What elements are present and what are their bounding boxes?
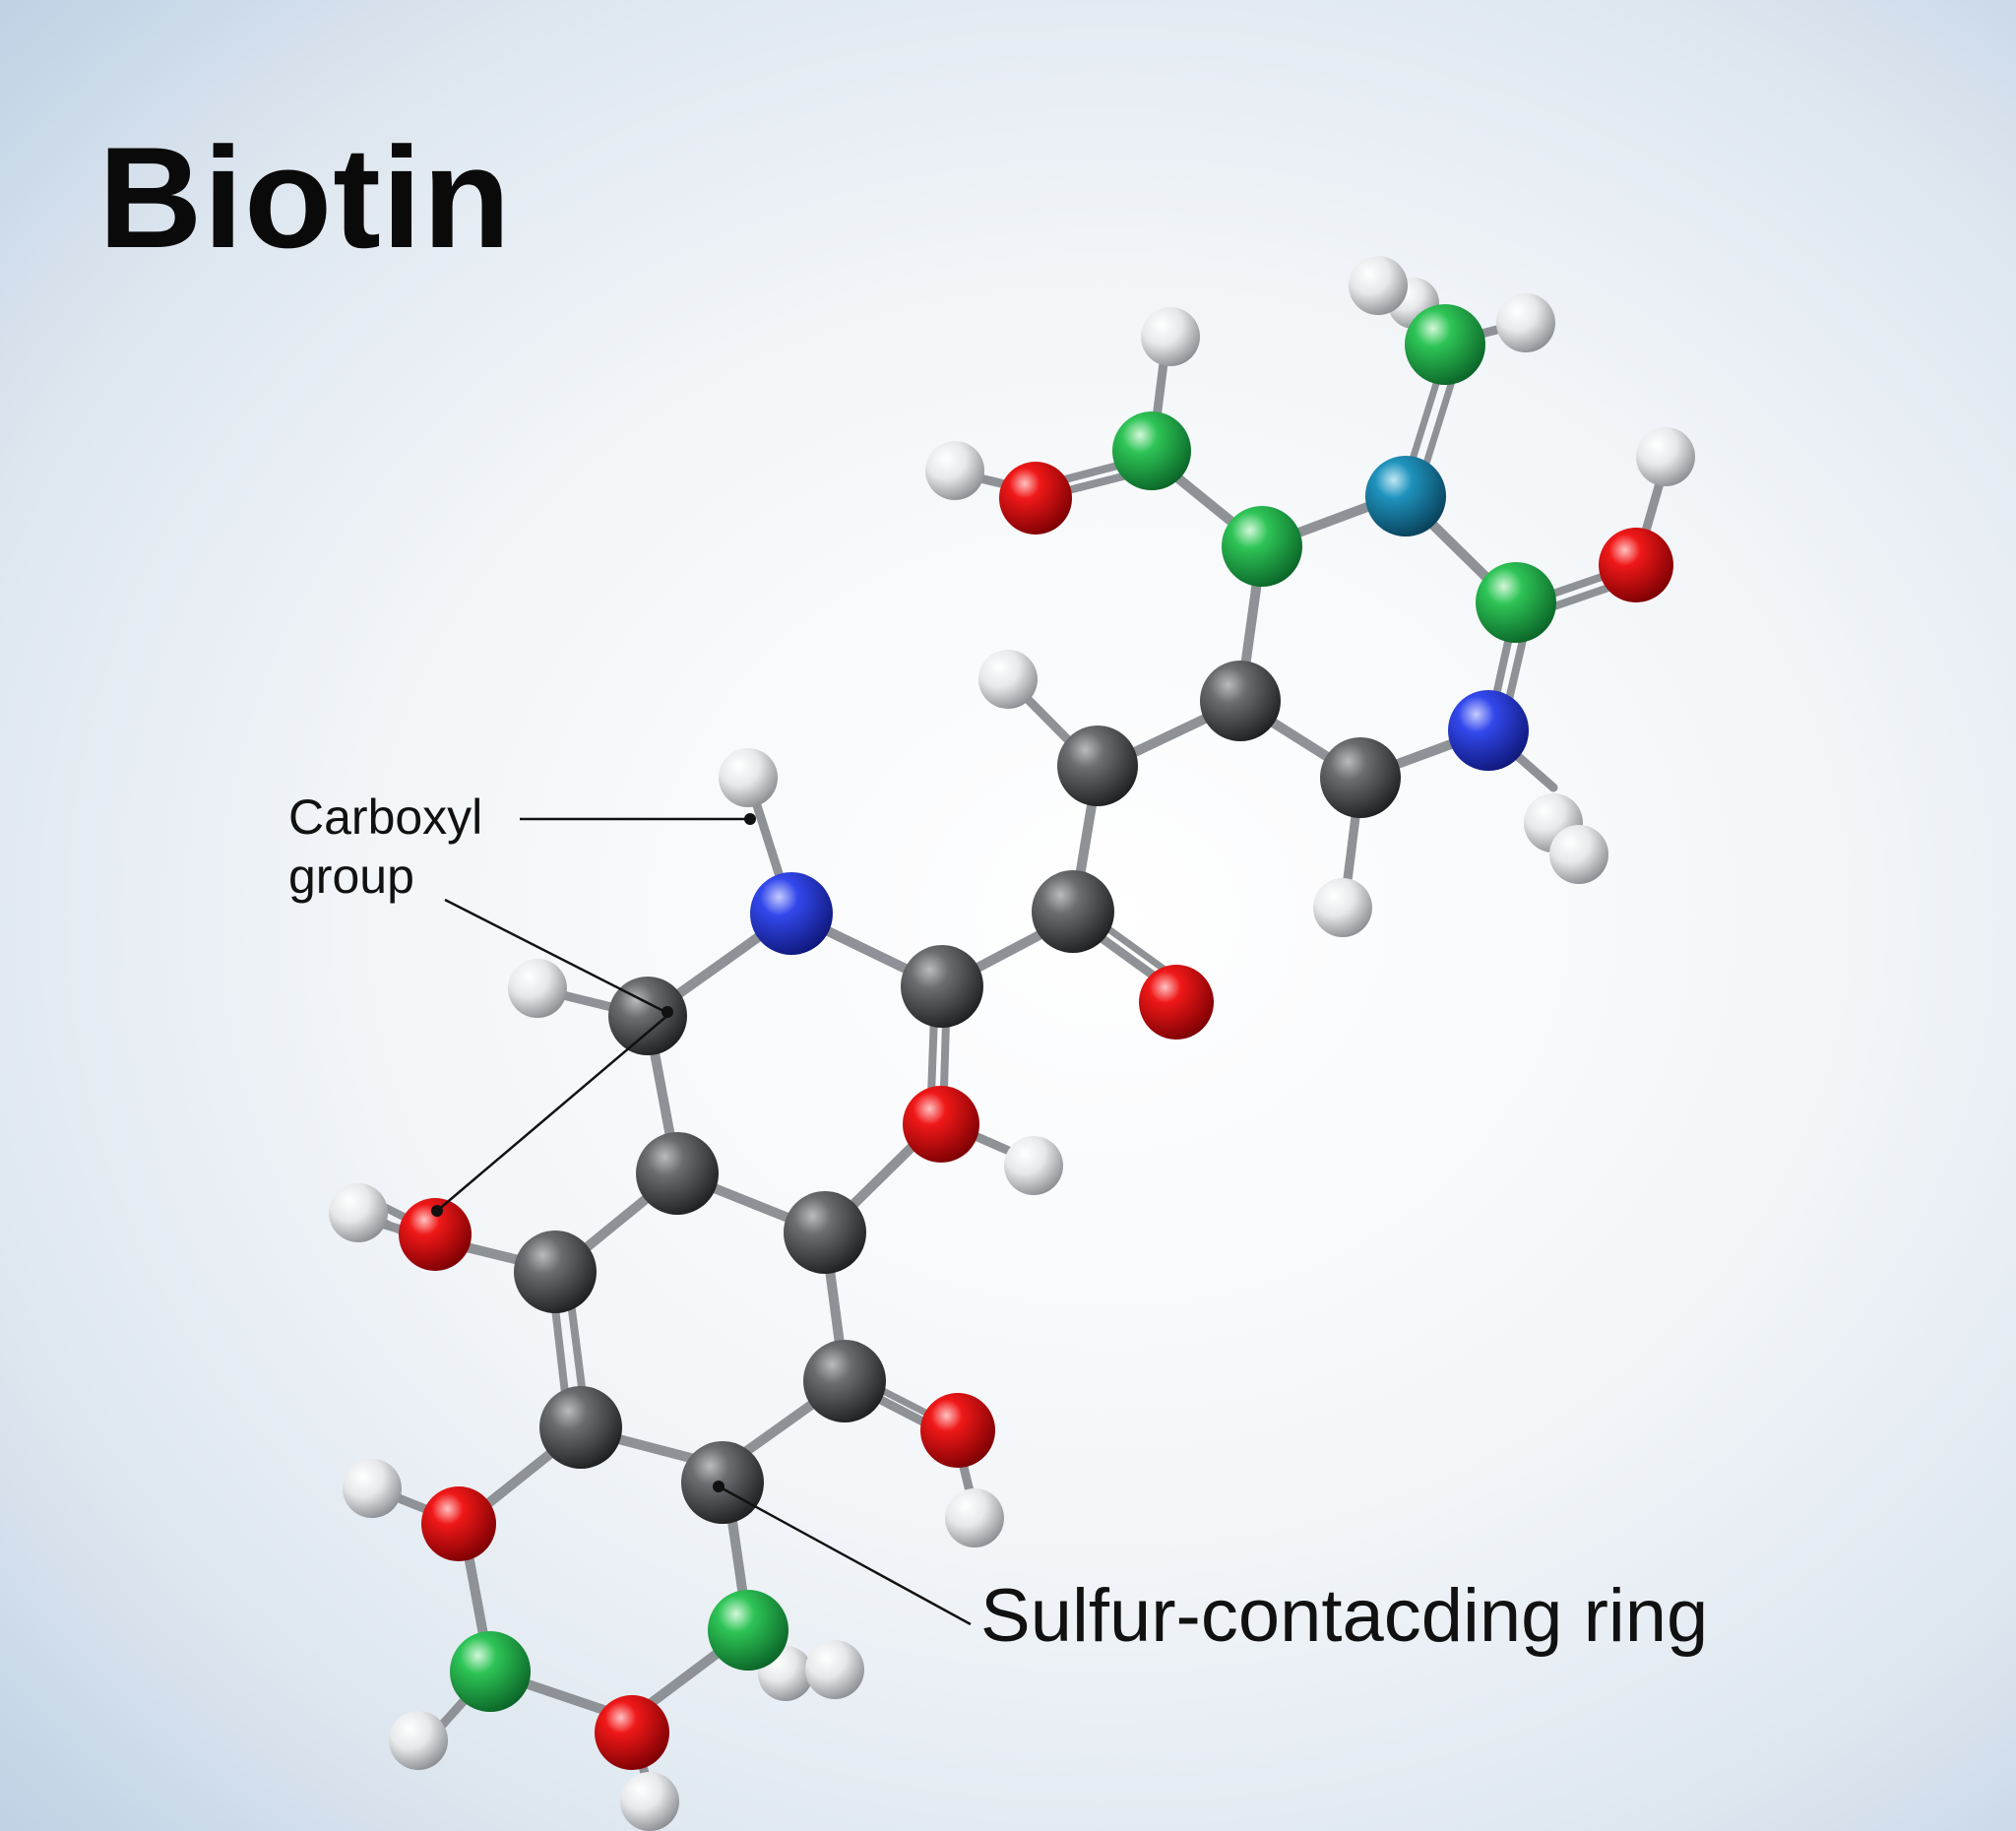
- carboxyl-leader-dot-2: [662, 1006, 673, 1018]
- carboxyl-leader-line-3: [436, 1013, 670, 1212]
- carbon-atom: [784, 1191, 866, 1274]
- green-atom: [1476, 562, 1556, 643]
- green-atom: [1405, 304, 1485, 385]
- hydrogen-atom: [978, 650, 1038, 709]
- hydrogen-atom: [1496, 293, 1555, 352]
- nitrogen-atom: [750, 872, 833, 955]
- carboxyl-leader-dot-1: [744, 813, 756, 825]
- oxygen-atom: [399, 1198, 472, 1271]
- nitrogen-atom: [1448, 690, 1529, 771]
- carbon-atom: [1200, 661, 1281, 741]
- carbon-atom: [1320, 737, 1401, 818]
- oxygen-atom: [421, 1486, 496, 1561]
- hydrogen-atom: [925, 441, 984, 500]
- carbon-atom: [608, 977, 687, 1055]
- hydrogen-atom: [719, 748, 778, 807]
- heavy-atoms: [399, 304, 1673, 1770]
- carboxyl-group-label: Carboxyl group: [288, 788, 482, 906]
- carbon-atom: [1057, 726, 1138, 806]
- oxygen-atom: [920, 1393, 995, 1468]
- carboxyl-label-line1: Carboxyl: [288, 789, 483, 845]
- annotation-leaders: [431, 813, 972, 1626]
- hydrogen-atom: [1349, 256, 1408, 315]
- hydrogen-atom: [389, 1711, 448, 1770]
- carbon-atom: [636, 1132, 719, 1215]
- molecule-title: Biotin: [98, 117, 512, 278]
- carbon-atom: [803, 1340, 886, 1422]
- green-atom: [450, 1631, 531, 1712]
- oxygen-atom: [595, 1695, 669, 1770]
- carboxyl-leader-line-2: [444, 898, 666, 1014]
- hydrogen-atom: [1313, 878, 1372, 937]
- hydrogen-atom: [343, 1459, 402, 1518]
- carbon-atom: [901, 945, 983, 1028]
- hydrogen-atom: [1549, 825, 1608, 884]
- hydrogen-atom: [329, 1183, 388, 1242]
- hydrogen-atom: [945, 1488, 1004, 1547]
- oxygen-atom: [999, 462, 1072, 535]
- carbon-atom: [539, 1386, 622, 1469]
- hydrogen-atom: [1004, 1136, 1063, 1195]
- sulfur-leader-line: [718, 1484, 972, 1626]
- carbon-atom: [514, 1231, 597, 1313]
- hydrogen-atoms: [329, 256, 1695, 1831]
- hydrogen-atom: [1141, 307, 1200, 366]
- green-atom: [708, 1590, 788, 1671]
- green-atom: [1222, 506, 1302, 587]
- hydrogen-atom: [805, 1640, 864, 1699]
- carbon-atom: [1032, 870, 1114, 953]
- green-atom: [1112, 411, 1191, 490]
- oxygen-atom: [1139, 965, 1214, 1040]
- carboxyl-leader-dot-3: [431, 1205, 443, 1217]
- sulfur-leader-dot: [713, 1481, 724, 1492]
- hydrogen-atom: [508, 959, 567, 1018]
- oxygen-atom: [1599, 528, 1673, 602]
- teal-atom: [1365, 456, 1446, 537]
- sulfur-ring-label: Sulfur-contacding ring: [980, 1574, 1709, 1658]
- hydrogen-atom: [1636, 427, 1695, 486]
- hydrogen-atom: [620, 1772, 679, 1831]
- oxygen-atom: [903, 1086, 979, 1163]
- carboxyl-label-line2: group: [288, 849, 414, 904]
